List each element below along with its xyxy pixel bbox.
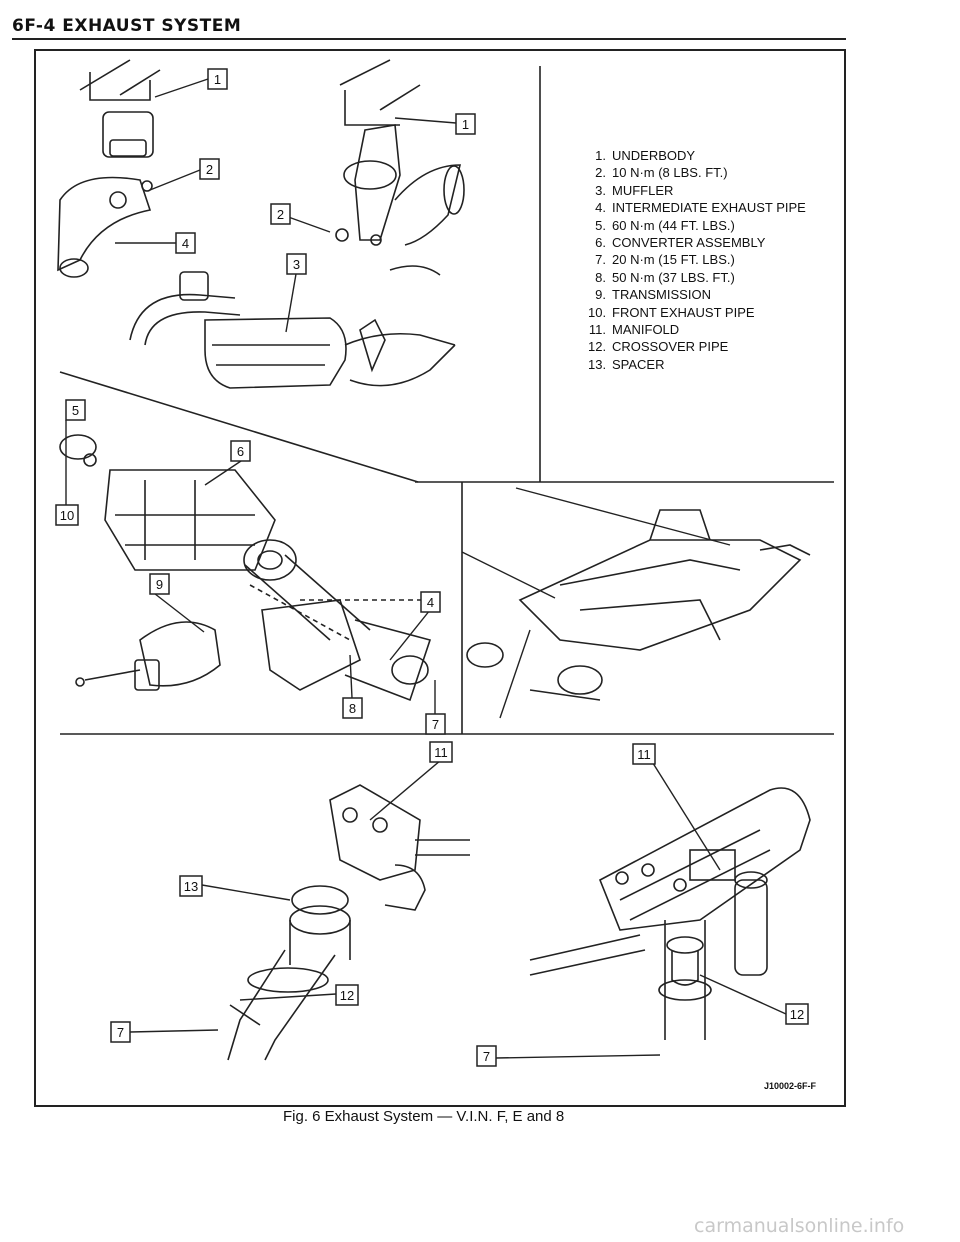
figure-caption: Fig. 6 Exhaust System — V.I.N. F, E and …	[283, 1108, 565, 1125]
svg-text:4: 4	[427, 595, 434, 610]
svg-text:7: 7	[117, 1025, 124, 1040]
callout-11-left: 11	[429, 741, 453, 763]
watermark: carmanualsonline.info	[694, 1215, 905, 1237]
svg-text:8: 8	[349, 701, 356, 716]
legend-item: 3.MUFFLER	[595, 182, 674, 198]
legend-item: 10.FRONT EXHAUST PIPE	[588, 304, 755, 320]
figure-code: J10002-6F-F	[764, 1081, 817, 1091]
figure-frame	[34, 49, 846, 1107]
callout-1-top-left: 1	[207, 68, 228, 90]
svg-text:11: 11	[434, 745, 448, 760]
legend-item: 4.INTERMEDIATE EXHAUST PIPE	[595, 200, 806, 216]
callout-5: 5	[65, 399, 86, 421]
header-rule	[12, 38, 846, 40]
vehicle-overview-drawing	[466, 509, 811, 701]
legend-item: 8.50 N·m (37 LBS. FT.)	[595, 269, 735, 285]
callout-7-left: 7	[110, 1021, 131, 1043]
svg-text:12: 12	[340, 988, 354, 1003]
front-exhaust-drawing	[227, 784, 470, 1061]
legend-item: 2.10 N·m (8 LBS. FT.)	[595, 165, 728, 181]
svg-text:1: 1	[462, 117, 469, 132]
svg-text:7: 7	[483, 1049, 490, 1064]
callout-4-top: 4	[175, 232, 196, 254]
svg-text:5: 5	[72, 403, 79, 418]
callout-12-left: 12	[335, 984, 359, 1006]
svg-text:4: 4	[182, 236, 189, 251]
svg-text:12: 12	[790, 1007, 804, 1022]
callout-10: 10	[55, 504, 79, 526]
legend-item: 11.MANIFOLD	[588, 322, 680, 338]
svg-text:6: 6	[237, 444, 244, 459]
callout-leaders	[65, 78, 787, 1059]
svg-text:1: 1	[214, 72, 221, 87]
callout-3: 3	[286, 253, 307, 275]
callout-11-right: 11	[632, 743, 656, 765]
divider-diagonal	[59, 371, 419, 483]
legend-item: 13.SPACER	[588, 356, 665, 372]
converter-assembly-drawing	[59, 434, 440, 702]
callout-12-right: 12	[785, 1003, 809, 1025]
svg-text:3: 3	[293, 257, 300, 272]
callout-8: 8	[342, 697, 363, 719]
callout-9: 9	[149, 573, 170, 595]
legend-item: 7.20 N·m (15 FT. LBS.)	[595, 252, 735, 268]
svg-text:2: 2	[206, 162, 213, 177]
legend-item: 6.CONVERTER ASSEMBLY	[595, 235, 766, 251]
svg-text:11: 11	[637, 747, 651, 762]
page-header-title: 6F-4 EXHAUST SYSTEM	[12, 16, 242, 36]
svg-text:10: 10	[60, 508, 74, 523]
legend-item: 9.TRANSMISSION	[595, 287, 711, 303]
muffler-assembly-drawing	[57, 59, 465, 389]
legend-list: 1.UNDERBODY 2.10 N·m (8 LBS. FT.) 3.MUFF…	[588, 147, 828, 373]
callout-2-right: 2	[270, 203, 291, 225]
callout-7-right: 7	[476, 1045, 497, 1067]
svg-text:2: 2	[277, 207, 284, 222]
svg-text:7: 7	[432, 717, 439, 732]
callout-6: 6	[230, 440, 251, 462]
manifold-drawing	[529, 787, 811, 1040]
callout-7-mid: 7	[425, 713, 446, 735]
legend-item: 12.CROSSOVER PIPE	[588, 339, 729, 355]
legend-item: 5.60 N·m (44 FT. LBS.)	[595, 217, 735, 233]
callout-4-mid: 4	[420, 591, 441, 613]
callout-1-top-right: 1	[455, 113, 476, 135]
svg-text:9: 9	[156, 577, 163, 592]
callout-labels: 1 1 2 2 3 4 5 6 10 9 4 8 7 11 13 12 7 11…	[55, 68, 809, 1067]
legend-item: 1.UNDERBODY	[595, 148, 696, 163]
callout-13: 13	[179, 875, 203, 897]
callout-2-left: 2	[199, 158, 220, 180]
svg-text:13: 13	[184, 879, 198, 894]
